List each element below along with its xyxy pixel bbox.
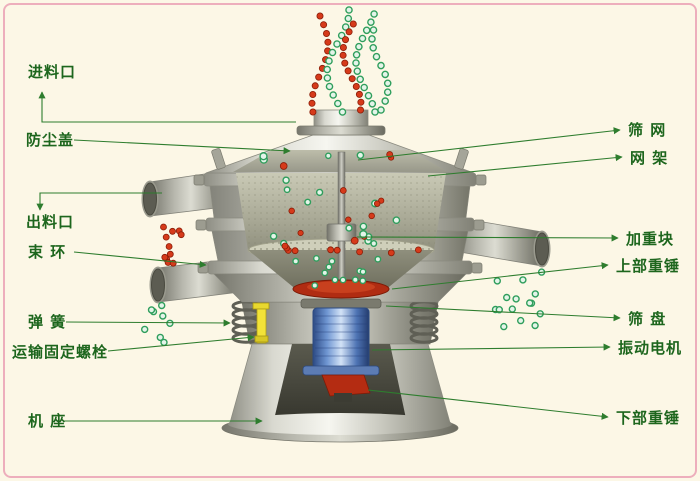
label-machine-base: 机 座 — [28, 412, 67, 430]
label-weight-block: 加重块 — [626, 230, 675, 248]
inlet-flange — [296, 125, 386, 136]
pointer-line-spring — [65, 319, 231, 327]
label-screen-mesh: 筛 网 — [628, 121, 667, 139]
pointer-line-dust-cover — [73, 139, 291, 155]
center-rod — [337, 151, 346, 283]
pointer-line-sieve-tray — [385, 305, 621, 322]
spring-right — [409, 300, 439, 344]
pointer-line-upper-weight — [391, 262, 609, 290]
label-discharge-outlet: 出料口 — [26, 213, 75, 231]
pointer-line-transport-bolt — [107, 334, 255, 352]
label-clamp-ring: 束 环 — [28, 243, 67, 261]
pointer-line-lower-weight — [367, 389, 609, 420]
lower-weight-part — [321, 374, 371, 402]
label-feed-inlet: 进料口 — [28, 63, 77, 81]
pointer-line-screen-mesh — [357, 127, 621, 161]
label-upper-weight: 上部重锤 — [616, 257, 681, 275]
label-transport-bolt: 运输固定螺栓 — [12, 343, 109, 361]
cone-clamp-left — [211, 148, 226, 170]
pointer-line-feed-inlet — [38, 91, 296, 123]
label-spring: 弹 簧 — [28, 313, 67, 331]
pointer-line-mesh-frame — [427, 154, 623, 177]
cone-clamp-right — [454, 148, 469, 170]
label-sieve-tray: 筛 盘 — [628, 310, 667, 328]
pointer-line-discharge-outlet — [36, 192, 162, 211]
label-mesh-frame: 网 架 — [630, 149, 669, 167]
particle-streams — [140, 6, 546, 347]
label-dust-cover: 防尘盖 — [26, 131, 75, 149]
pointer-line-vibration-motor — [371, 343, 611, 351]
transport-bolt-part — [252, 302, 270, 344]
label-vibration-motor: 振动电机 — [618, 339, 683, 357]
pointer-line-clamp-ring — [73, 251, 207, 268]
pointer-line-weight-block — [356, 234, 619, 242]
vibration-motor-part — [300, 298, 382, 376]
label-lower-weight: 下部重锤 — [616, 409, 681, 427]
